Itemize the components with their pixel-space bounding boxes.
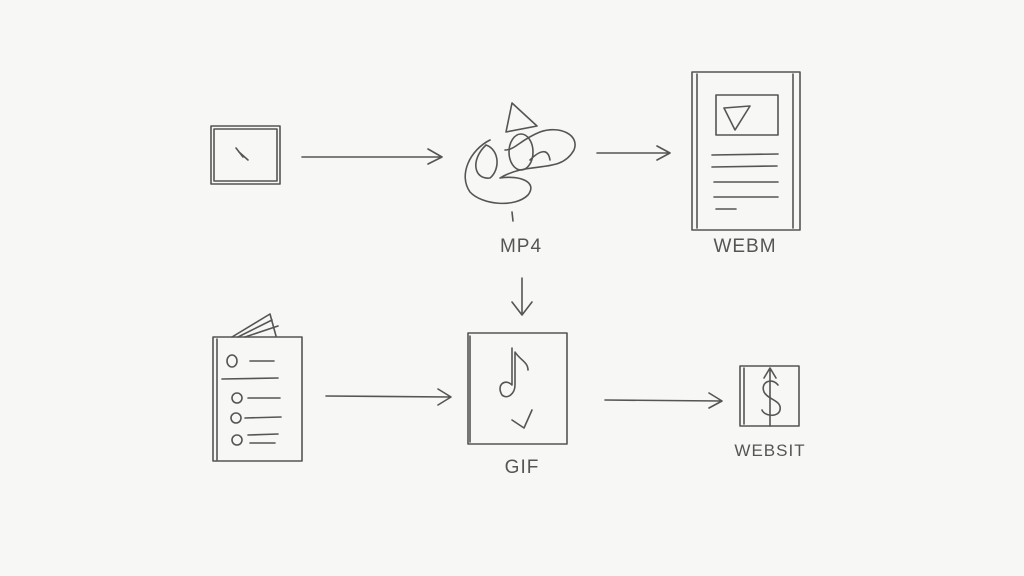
- arrow-gif-to-website: [604, 392, 723, 409]
- arrow-image-to-mp4: [301, 148, 443, 165]
- image-file-icon: [210, 125, 281, 185]
- gif-label: GIF: [504, 457, 540, 478]
- website-label: WEBSIT: [734, 441, 806, 460]
- mp4-blob-icon: [464, 102, 576, 205]
- webm-document-icon: [691, 71, 801, 231]
- arrow-mp4-to-gif: [511, 277, 533, 316]
- website-dollar-icon: [739, 365, 800, 427]
- mp4-tick: [511, 211, 514, 222]
- arrow-mp4-to-webm: [596, 145, 671, 161]
- gif-music-note-icon: [467, 332, 568, 445]
- list-document-icon: [212, 313, 303, 462]
- arrow-list-to-gif: [325, 388, 452, 406]
- webm-label: WEBM: [713, 236, 777, 257]
- mp4-label: MP4: [499, 236, 543, 257]
